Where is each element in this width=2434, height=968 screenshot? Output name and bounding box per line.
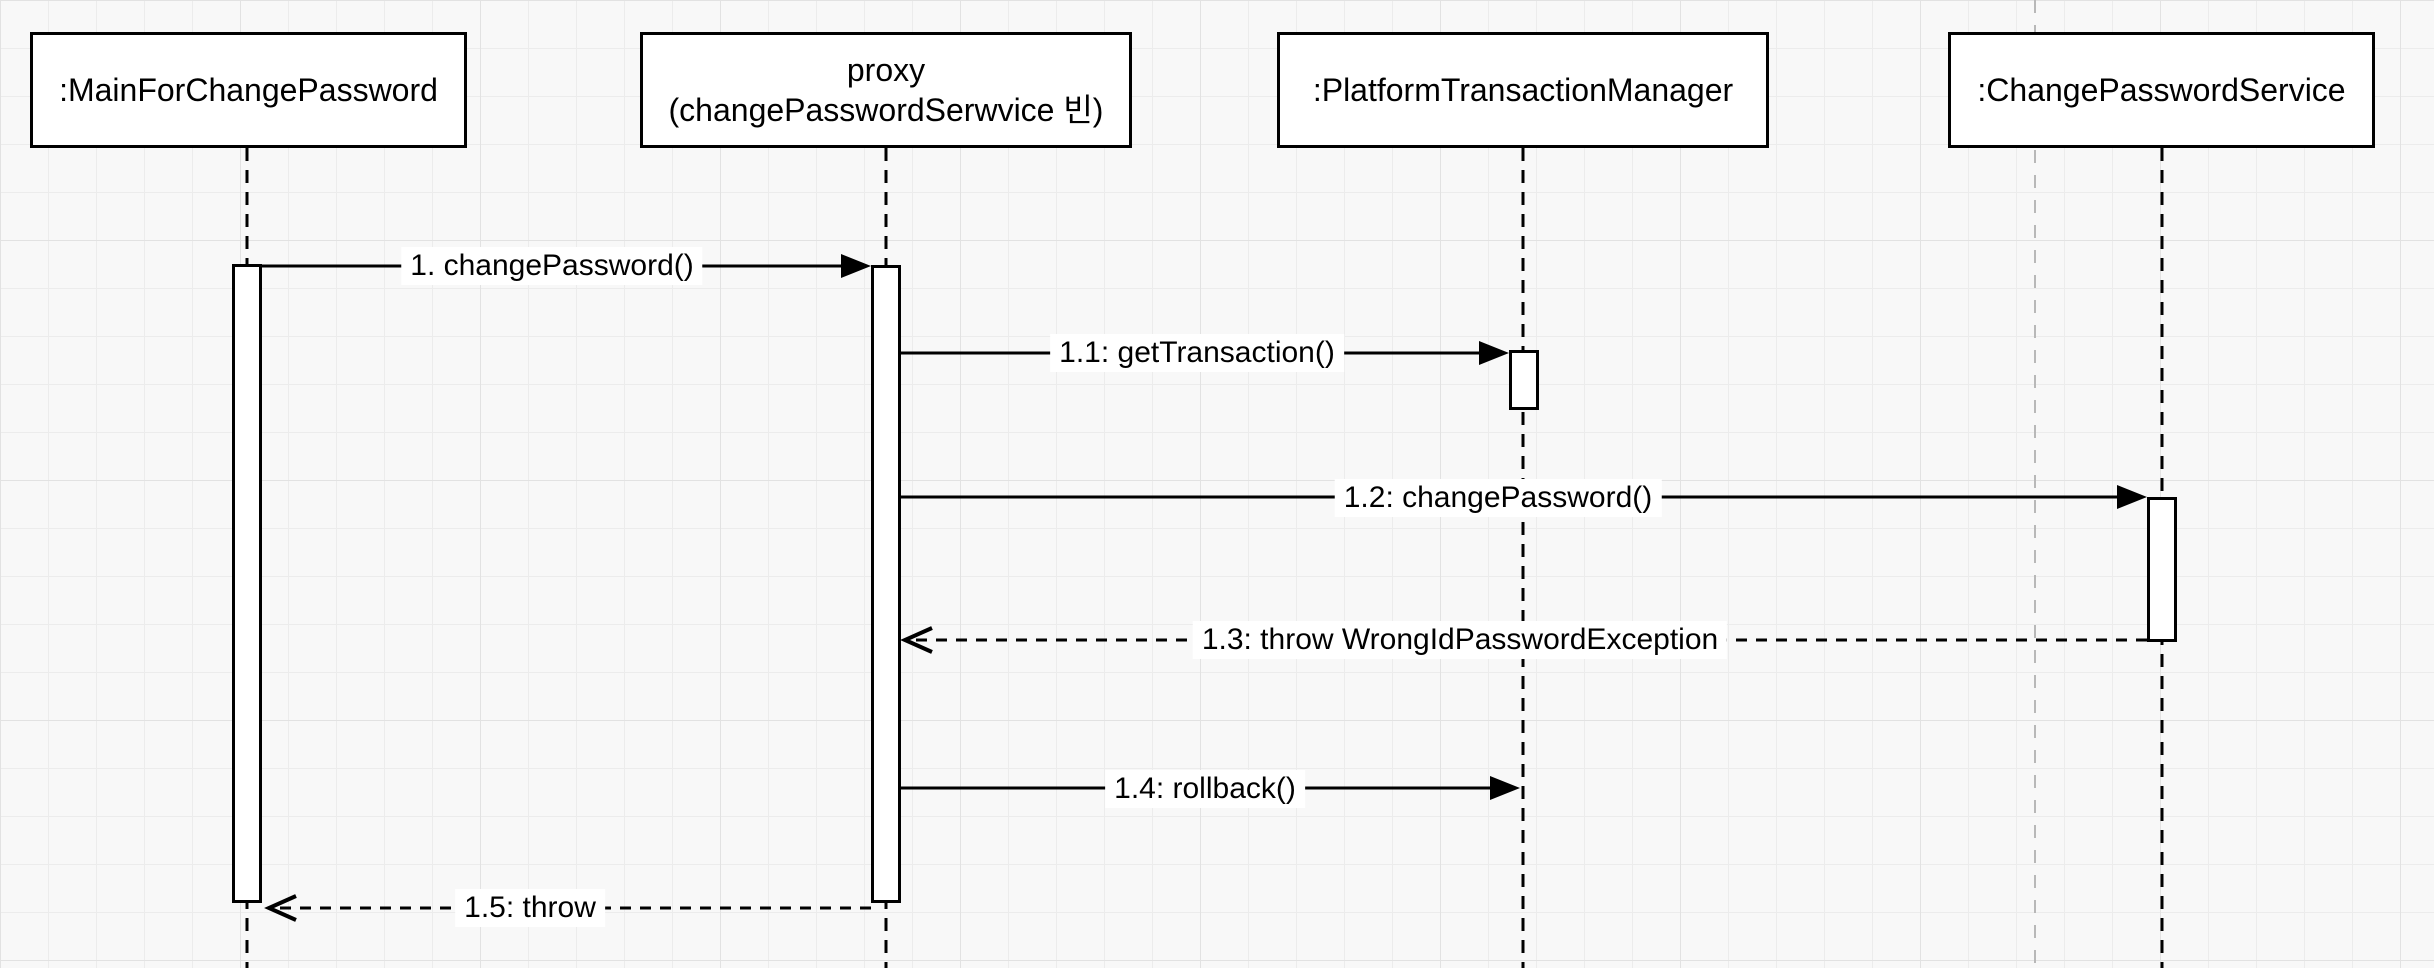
actor-box-ptm[interactable]: :PlatformTransactionManager xyxy=(1277,32,1769,148)
activation-bar-cps[interactable] xyxy=(2147,497,2177,642)
message-1-2-arrowhead-icon xyxy=(2117,485,2147,509)
actor-box-proxy[interactable]: proxy (changePasswordSerwvice 빈) xyxy=(640,32,1132,148)
message-1-1-arrowhead-icon xyxy=(1479,341,1509,365)
message-1-4-arrowhead-icon xyxy=(1490,776,1520,800)
message-label-1-5[interactable]: 1.5: throw xyxy=(455,889,605,927)
message-label-1-3[interactable]: 1.3: throw WrongIdPasswordException xyxy=(1192,621,1728,659)
actor-label-main: :MainForChangePassword xyxy=(59,72,438,108)
message-1-5-arrowhead-icon xyxy=(264,894,297,922)
actor-label-cps: :ChangePasswordService xyxy=(1977,72,2346,108)
actor-label-proxy-line1: proxy xyxy=(846,52,926,88)
actor-label-proxy-line2: (changePasswordSerwvice 빈) xyxy=(668,92,1104,128)
activation-bar-ptm[interactable] xyxy=(1509,350,1539,410)
message-label-1-4[interactable]: 1.4: rollback() xyxy=(1105,770,1305,808)
actor-box-main[interactable]: :MainForChangePassword xyxy=(30,32,467,148)
actor-box-cps[interactable]: :ChangePasswordService xyxy=(1948,32,2375,148)
message-label-1[interactable]: 1. changePassword() xyxy=(401,247,703,285)
message-label-1-2[interactable]: 1.2: changePassword() xyxy=(1334,479,1662,517)
actor-label-ptm: :PlatformTransactionManager xyxy=(1312,72,1734,108)
message-label-1-1[interactable]: 1.1: getTransaction() xyxy=(1050,334,1344,372)
activation-bar-proxy[interactable] xyxy=(871,265,901,903)
activation-bar-main[interactable] xyxy=(232,264,262,903)
message-1-3-arrowhead-icon xyxy=(900,626,933,654)
message-1-arrowhead-icon xyxy=(841,254,871,278)
